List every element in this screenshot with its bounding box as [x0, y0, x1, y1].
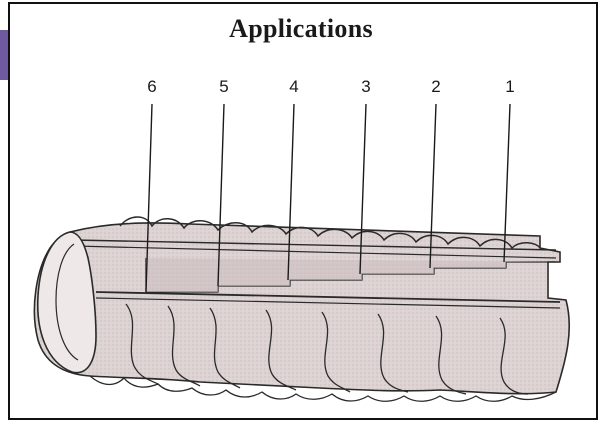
layer-label-6: 6 [147, 77, 156, 96]
layer-label-2: 2 [431, 77, 440, 96]
layer-number-labels: 6 5 4 3 2 1 [147, 77, 514, 96]
layer-label-3: 3 [361, 77, 370, 96]
figure-title: Applications [0, 14, 602, 44]
layer-label-1: 1 [505, 77, 514, 96]
layer-label-5: 5 [219, 77, 228, 96]
layer-label-4: 4 [289, 77, 298, 96]
